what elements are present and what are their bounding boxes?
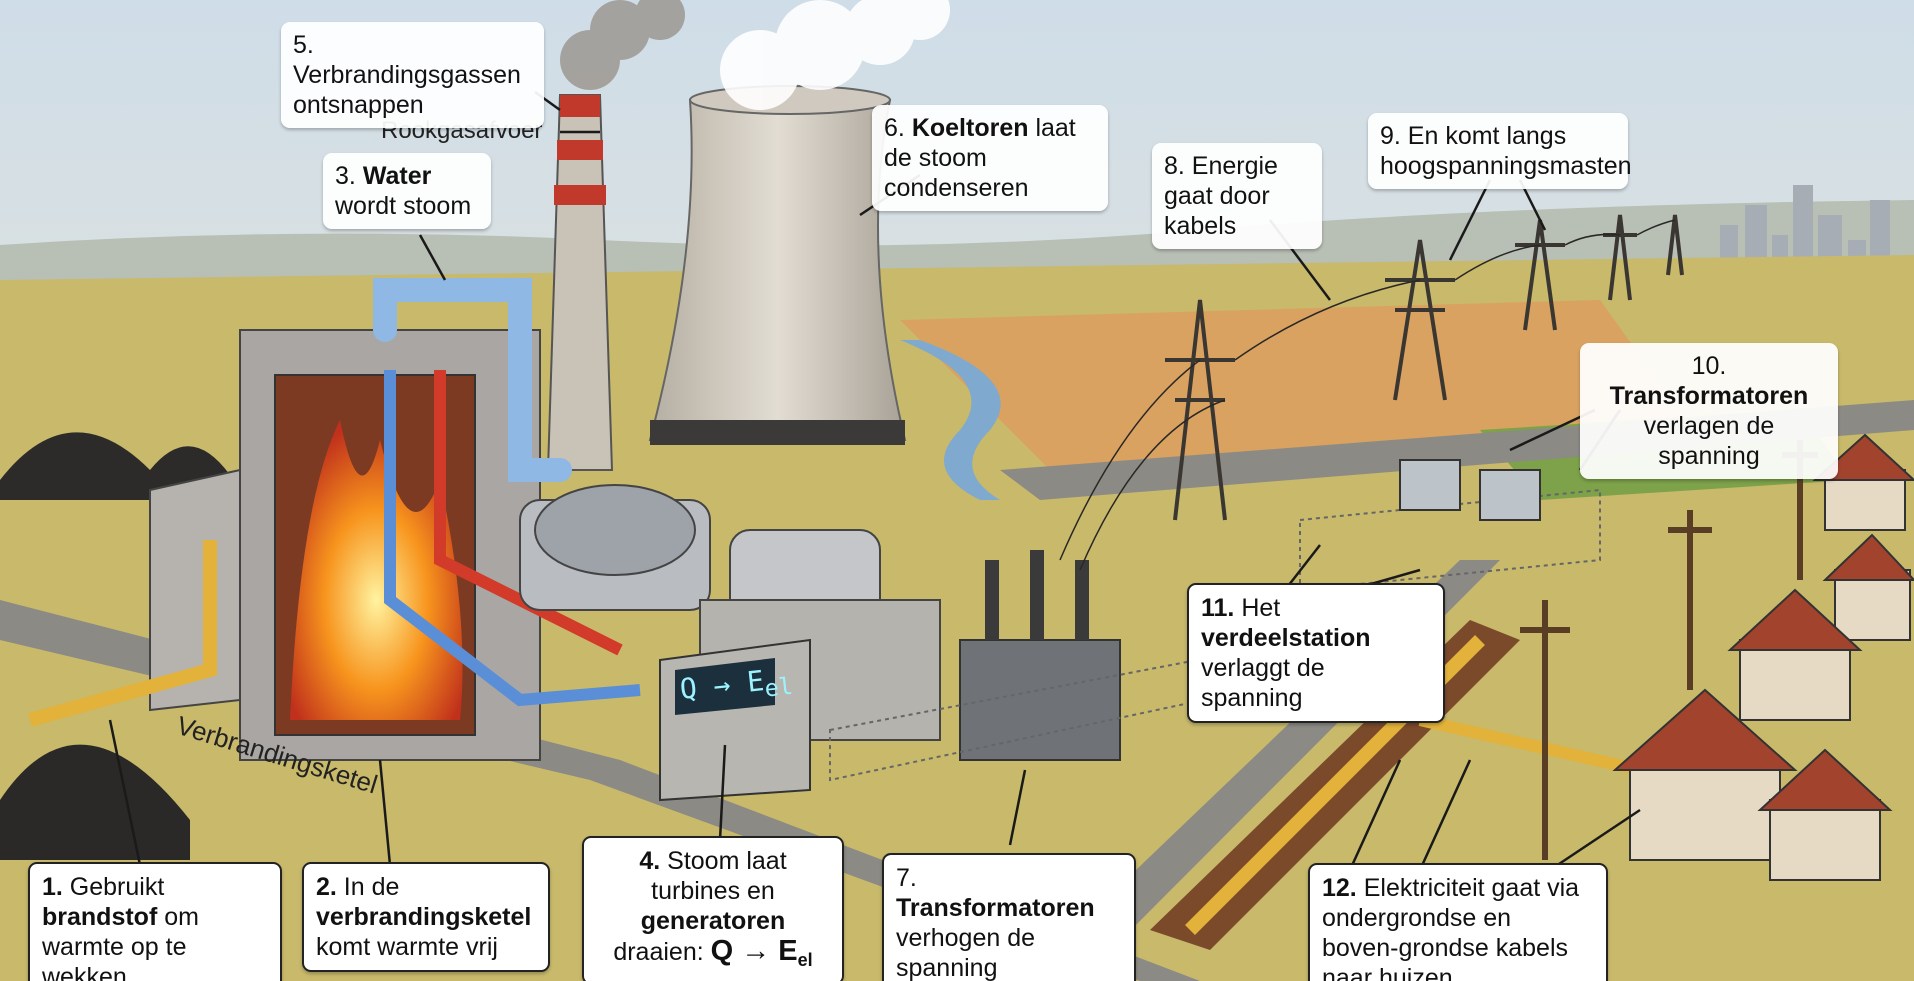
callout-12-text: Elektriciteit gaat via ondergrondse en b…: [1322, 874, 1580, 981]
chimney: [546, 94, 614, 471]
flame: [290, 420, 463, 720]
callout-1-keyword: brandstof: [42, 903, 158, 931]
callout-12: 12. Elektriciteit gaat via ondergrondse …: [1308, 863, 1608, 981]
callout-6-number: 6.: [884, 114, 905, 142]
callout-2-keyword: verbrandingsketel: [316, 903, 532, 931]
callout-5-text: 5. Verbrandingsgassen ontsnappen: [293, 31, 521, 119]
callout-3-keyword: Water: [362, 162, 432, 190]
step-up-transformer: [959, 550, 1121, 761]
houses: [1612, 433, 1914, 881]
river: [900, 340, 1001, 500]
callout-5: 5. Verbrandingsgassen ontsnappen: [281, 22, 544, 128]
callout-3-number: 3.: [335, 162, 356, 190]
callout-3: 3. Water wordt stoom: [323, 153, 491, 229]
callout-2-number: 2.: [316, 873, 337, 901]
callout-4-subscript: el: [797, 950, 813, 970]
callout-4-text: Stoom laat turbines en: [651, 847, 787, 905]
callout-9-text: 9. En komt langs hoogspanningsmasten: [1380, 122, 1632, 180]
callout-2-text-end: komt warmte vrij: [316, 933, 498, 961]
callout-11-text: Het: [1234, 594, 1281, 622]
callout-10: 10. Transformatoren verlagen de spanning: [1580, 343, 1838, 479]
display-subscript: el: [763, 671, 795, 703]
power-cables: [1059, 219, 1676, 571]
steam-pipe: [373, 278, 572, 482]
coal-pile-back: [0, 432, 230, 500]
callout-10-number: 10.: [1691, 352, 1727, 380]
callout-4-text-end: draaien:: [613, 938, 711, 966]
substation: [1399, 459, 1541, 521]
callout-6-text: laat de stoom condenseren: [884, 114, 1076, 202]
callout-10-text: verlagen de spanning: [1643, 412, 1775, 470]
callout-6-keyword: Koeltoren: [911, 114, 1029, 142]
hot-pipe: [434, 370, 623, 656]
callout-11-number: 11.: [1201, 594, 1235, 622]
callout-8-text: 8. Energie gaat door kabels: [1164, 152, 1278, 240]
cold-pipe: [384, 370, 641, 707]
coal-pile-front: [0, 744, 190, 860]
callout-2: 2. In de verbrandingsketel komt warmte v…: [302, 862, 550, 972]
steam-cloud: [720, 0, 950, 110]
fuel-pipe: [28, 540, 217, 727]
callout-7-keyword: Transformatoren: [896, 894, 1095, 922]
plowed-field: [900, 300, 1700, 470]
callout-4-number: 4.: [639, 847, 661, 875]
callout-7: 7. Transformatoren verhogen de spanning: [882, 853, 1136, 981]
control-panel: [659, 638, 811, 802]
callout-3-text: wordt stoom: [335, 192, 472, 220]
callout-1-text: Gebruikt: [62, 873, 165, 901]
callout-10-keyword: Transformatoren: [1609, 382, 1809, 410]
callout-6: 6. Koeltoren laat de stoom condenseren: [872, 105, 1108, 211]
callout-4-formula: Q → E: [710, 935, 798, 967]
callout-4: 4. Stoom laat turbines en generatoren dr…: [582, 836, 844, 981]
callout-7-text: verhogen de spanning: [896, 924, 1036, 981]
callout-1-text-end: om warmte op te wekken: [42, 903, 199, 981]
callout-7-number: 7.: [896, 864, 917, 892]
callout-11: 11. Het verdeelstation verlaggt de spann…: [1187, 583, 1445, 723]
callout-11-keyword: verdeelstation: [1201, 624, 1371, 652]
callout-1-number: 1.: [42, 873, 63, 901]
cooling-tower: [648, 85, 907, 445]
callout-12-number: 12.: [1322, 874, 1357, 902]
callout-9: 9. En komt langs hoogspanningsmasten: [1368, 113, 1632, 189]
turbine: [519, 484, 711, 611]
callout-2-text: In de: [336, 873, 400, 901]
callout-1: 1. Gebruikt brandstof om warmte op te we…: [28, 862, 282, 981]
smoke: [560, 0, 685, 90]
house-cable: [1418, 714, 1642, 776]
callout-11-text-end: verlaggt de spanning: [1201, 654, 1325, 712]
callout-8: 8. Energie gaat door kabels: [1152, 143, 1322, 249]
callout-4-keyword: generatoren: [640, 907, 786, 935]
